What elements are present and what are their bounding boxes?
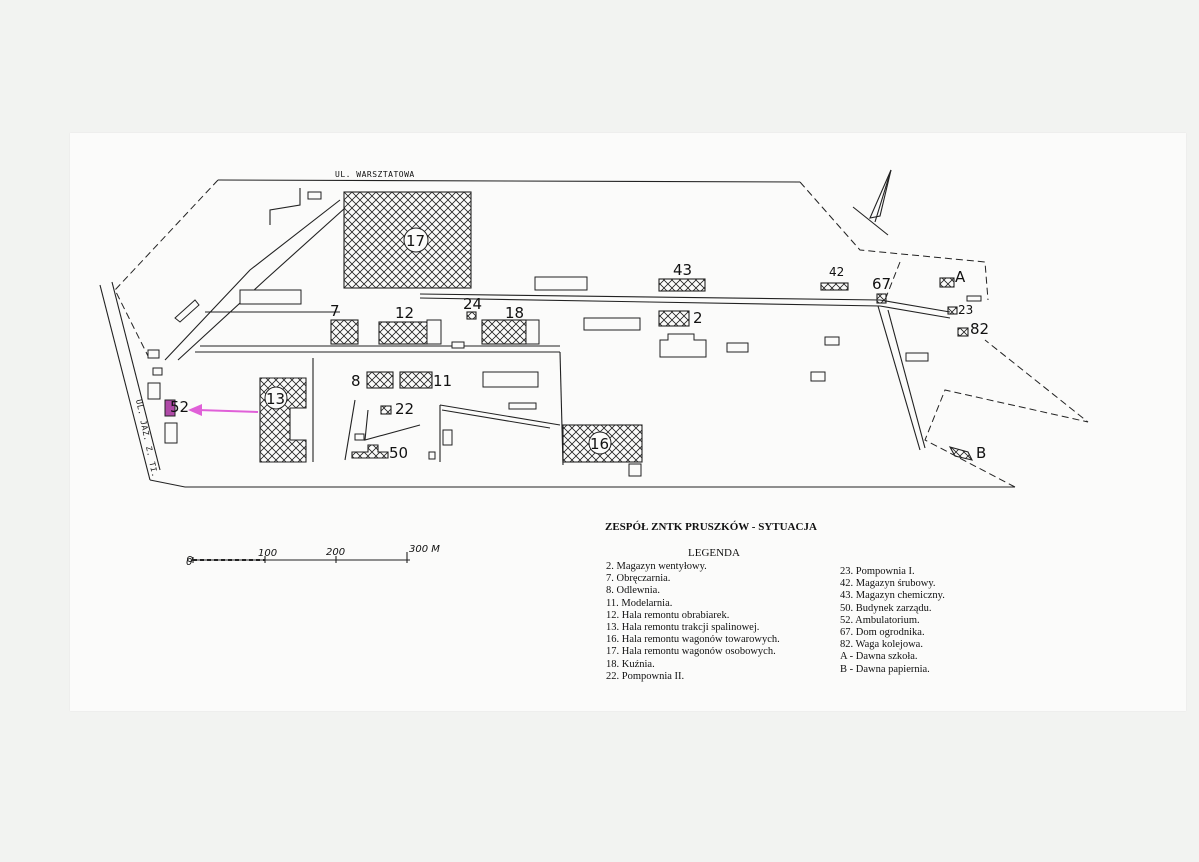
label-B: B [976,444,986,462]
building-12 [378,321,428,345]
label-13: 13 [266,390,285,408]
building-B [948,446,974,461]
building-42 [820,282,849,291]
legend-item: 82. Waga kolejowa. [840,639,923,651]
label-52: 52 [170,398,189,416]
label-24: 24 [463,295,482,313]
label-43: 43 [673,261,692,279]
building-23 [947,306,958,315]
map-sheet [70,133,1186,711]
other-buildings [147,191,982,477]
label-22: 22 [395,400,414,418]
map-title: ZESPÓŁ ZNTK PRUSZKÓW - SYTUACJA [605,521,817,533]
north-arrow-icon [852,169,892,236]
building-52 [164,399,176,417]
legend-item: 42. Magazyn śrubowy. [840,578,936,590]
label-2: 2 [693,309,703,327]
building-11 [399,371,433,389]
building-82 [957,327,969,337]
legend-item: 43. Magazyn chemiczny. [840,590,945,602]
label-7: 7 [330,302,340,320]
label-23: 23 [958,303,973,317]
label-42: 42 [829,265,844,279]
scale-200: 200 [326,547,345,558]
legend-item: 7. Obręczarnia. [606,573,671,585]
label-12: 12 [395,304,414,322]
label-50: 50 [389,444,408,462]
legend-item: 18. Kuźnia. [606,658,655,670]
legend-item: 52. Ambulatorium. [840,614,920,626]
building-67 [876,293,887,304]
roads [164,188,951,466]
building-22 [380,405,392,415]
legend-column-1: 2. Magazyn wentyłowy. 7. Obręczarnia. 8.… [606,561,780,683]
scale-100: 100 [258,548,277,559]
label-11: 11 [433,372,452,390]
building-7 [330,319,359,345]
legend-item: B - Dawna papiernia. [840,663,930,675]
legend-item: 17. Hala remontu wagonów osobowych. [606,646,776,658]
street-name-north: UL. WARSZTATOWA [335,170,415,179]
building-2 [658,310,690,327]
building-8 [366,371,394,389]
legend-item: 23. Pompownia I. [840,566,915,577]
scale-0: 0 [186,557,192,568]
building-A [939,277,955,288]
legend-item: 12. Hala remontu obrabiarek. [606,609,730,621]
legend-item: 11. Modelarnia. [606,597,673,609]
legend-item: 22. Pompownia II. [606,670,685,682]
scale-bar: 0 100 200 300 M [186,544,440,568]
building-18 [481,319,527,345]
label-16: 16 [590,435,609,453]
legend-item: 50. Budynek zarządu. [840,602,932,614]
highlight-arrow [197,409,259,413]
legend-heading: LEGENDA [688,547,740,559]
label-67: 67 [872,275,891,293]
label-A: A [955,268,966,286]
label-18: 18 [505,304,524,322]
legend-item: 2. Magazyn wentyłowy. [606,561,707,572]
site-boundary [99,179,1089,488]
legend-item: 16. Hala remontu wagonów towarowych. [606,634,780,646]
building-50 [351,444,389,459]
legend-item: 8. Odlewnia. [606,585,660,597]
legend-column-2: 23. Pompownia I. 42. Magazyn śrubowy. 43… [840,566,945,676]
highlight-arrow-head [188,404,202,416]
building-24 [466,311,477,320]
legend-item: 67. Dom ogrodnika. [840,627,925,639]
label-17: 17 [406,232,425,250]
legend-item: 13. Hala remontu trakcji spalinowej. [606,622,760,634]
label-82: 82 [970,320,989,338]
building-43 [658,278,706,292]
scale-300: 300 M [409,544,440,555]
label-8: 8 [351,372,361,390]
legend-item: A - Dawna szkoła. [840,651,918,663]
